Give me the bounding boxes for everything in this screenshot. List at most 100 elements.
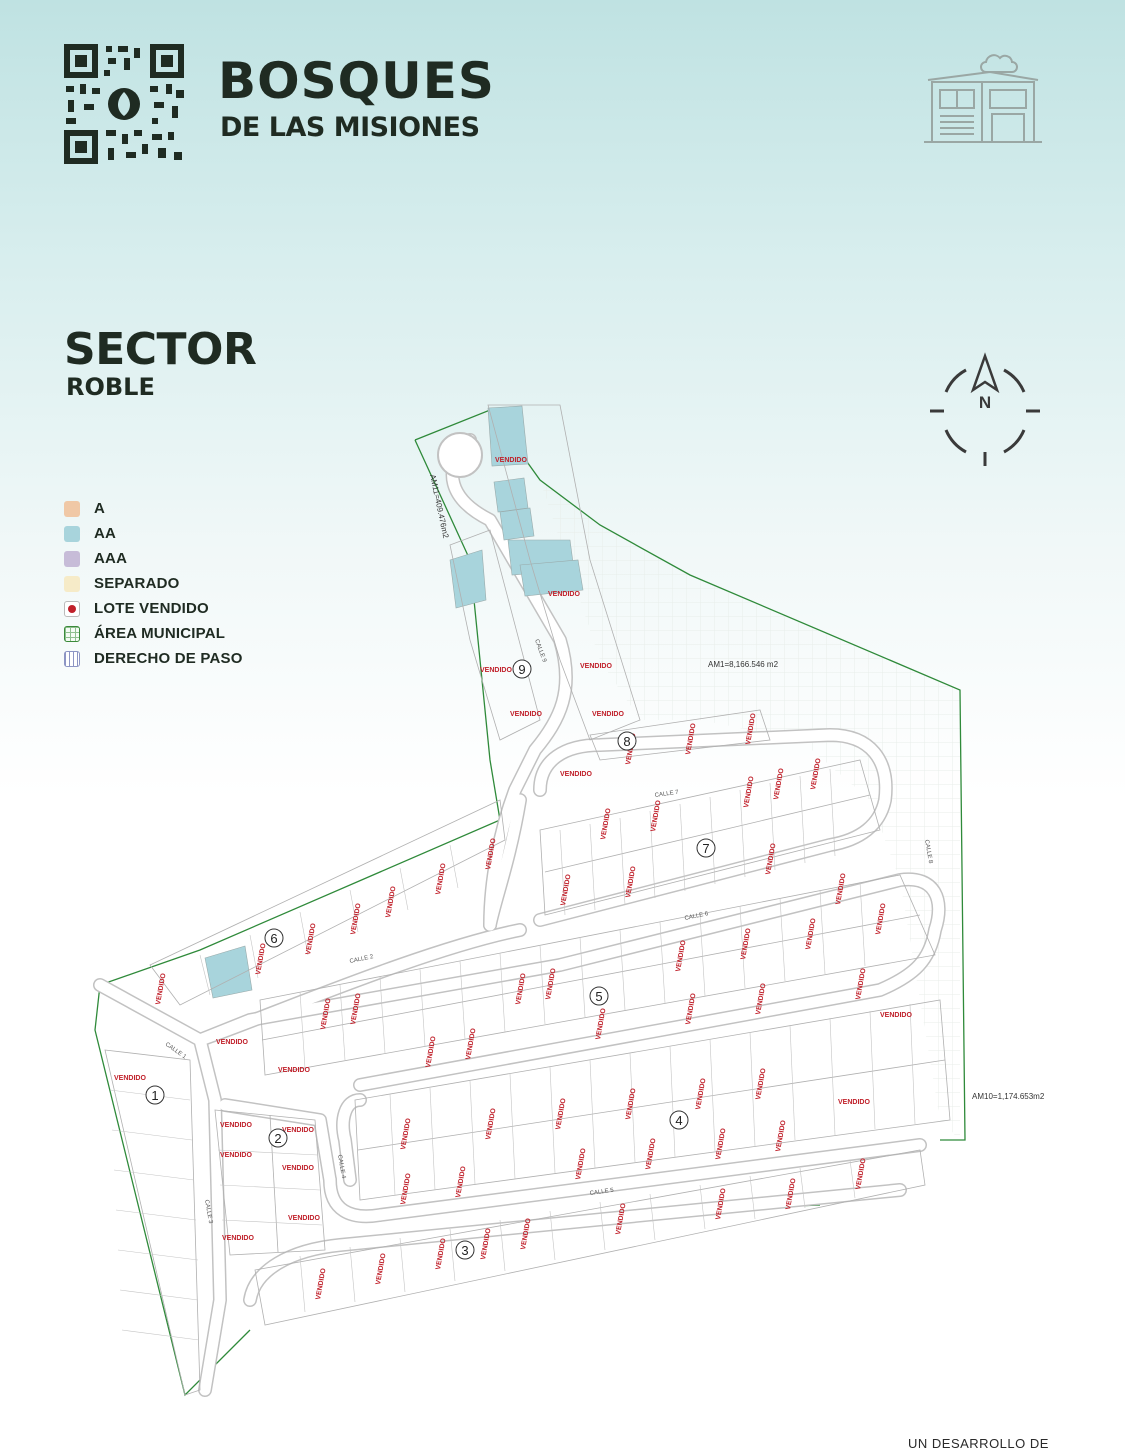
- svg-text:VENDIDO: VENDIDO: [495, 457, 527, 464]
- sector-name: ROBLE: [66, 373, 155, 401]
- legend-item-aa: AA: [64, 521, 243, 546]
- legend-label: AA: [94, 525, 117, 542]
- legend-item-derecho-de-paso: DERECHO DE PASO: [64, 646, 243, 671]
- svg-text:VENDIDO: VENDIDO: [114, 1075, 146, 1082]
- block-marker-9: 9: [512, 659, 532, 679]
- legend-swatch-aaa: [64, 550, 80, 567]
- svg-text:VENDIDO: VENDIDO: [480, 667, 512, 674]
- block-number: 8: [623, 734, 630, 749]
- aa-lots: [204, 405, 584, 999]
- sold-labels: VENDIDO VENDIDO VENDIDO VENDIDO VENDIDO …: [114, 457, 912, 1242]
- svg-text:VENDIDO: VENDIDO: [560, 873, 573, 906]
- block-marker-6: 6: [264, 928, 284, 948]
- svg-text:VENDIDO: VENDIDO: [592, 711, 624, 718]
- svg-text:VENDIDO: VENDIDO: [305, 922, 318, 955]
- compass-north-label: N: [979, 393, 991, 412]
- legend-swatch-separado: [64, 575, 80, 592]
- svg-text:VENDIDO: VENDIDO: [220, 1152, 252, 1159]
- block-number: 6: [270, 931, 277, 946]
- svg-text:VENDIDO: VENDIDO: [675, 939, 688, 972]
- block-marker-5: 5: [589, 986, 609, 1006]
- svg-text:VENDIDO: VENDIDO: [810, 757, 823, 790]
- street-network: [93, 433, 946, 1397]
- area-label-am1: AM1=8,166.546 m2: [708, 660, 779, 669]
- svg-text:VENDIDO: VENDIDO: [580, 663, 612, 670]
- legend-label: ÁREA MUNICIPAL: [94, 625, 226, 642]
- brand-subtitle: DE LAS MISIONES: [220, 112, 480, 143]
- block-number: 1: [151, 1088, 158, 1103]
- block-number: 9: [518, 662, 525, 677]
- svg-text:VENDIDO: VENDIDO: [455, 1165, 468, 1198]
- svg-text:VENDIDO: VENDIDO: [645, 1137, 658, 1170]
- legend-item-separado: SEPARADO: [64, 571, 243, 596]
- municipal-area-am1: [540, 480, 960, 1140]
- svg-text:VENDIDO: VENDIDO: [400, 1117, 413, 1150]
- block-markers: 1 2 3 4 5 6 7 8 9: [145, 659, 716, 1260]
- svg-text:VENDIDO: VENDIDO: [548, 591, 580, 598]
- lot-outlines: [104, 404, 951, 1396]
- legend-swatch-a: [64, 500, 80, 517]
- svg-text:VENDIDO: VENDIDO: [805, 917, 818, 950]
- svg-text:VENDIDO: VENDIDO: [880, 1012, 912, 1019]
- svg-text:VENDIDO: VENDIDO: [282, 1127, 314, 1134]
- street-label: CALLE 9: [533, 639, 547, 664]
- svg-text:VENDIDO: VENDIDO: [385, 885, 398, 918]
- block-marker-2: 2: [268, 1128, 288, 1148]
- sector-title: SECTOR: [64, 324, 257, 375]
- legend-item-area-municipal: ÁREA MUNICIPAL: [64, 621, 243, 646]
- block-number: 3: [461, 1243, 468, 1258]
- svg-text:VENDIDO: VENDIDO: [255, 942, 268, 975]
- svg-text:VENDIDO: VENDIDO: [400, 1172, 413, 1205]
- svg-text:VENDIDO: VENDIDO: [875, 902, 888, 935]
- legend-item-aaa: AAA: [64, 546, 243, 571]
- footer-text: UN DESARROLLO DE: [908, 1436, 1049, 1451]
- legend-swatch-aa: [64, 525, 80, 542]
- svg-text:VENDIDO: VENDIDO: [278, 1067, 310, 1074]
- svg-text:VENDIDO: VENDIDO: [575, 1147, 588, 1180]
- block-number: 7: [702, 841, 709, 856]
- svg-text:VENDIDO: VENDIDO: [425, 1035, 438, 1068]
- svg-text:VENDIDO: VENDIDO: [625, 1087, 638, 1120]
- legend-swatch-lote-vendido: [64, 600, 80, 617]
- svg-text:VENDIDO: VENDIDO: [775, 1119, 788, 1152]
- svg-text:VENDIDO: VENDIDO: [510, 711, 542, 718]
- legend-item-lote-vendido: LOTE VENDIDO: [64, 596, 243, 621]
- cul-de-sac: [437, 432, 483, 478]
- legend-label: A: [94, 500, 106, 517]
- legend-swatch-area-municipal: [64, 625, 80, 642]
- svg-text:VENDIDO: VENDIDO: [222, 1235, 254, 1242]
- svg-text:VENDIDO: VENDIDO: [650, 799, 663, 832]
- svg-text:VENDIDO: VENDIDO: [600, 807, 613, 840]
- street-label: CALLE 6: [684, 911, 709, 922]
- svg-text:VENDIDO: VENDIDO: [288, 1215, 320, 1222]
- legend-label: DERECHO DE PASO: [94, 650, 243, 667]
- legend-swatch-derecho-de-paso: [64, 650, 80, 667]
- block-marker-8: 8: [617, 731, 637, 751]
- svg-text:VENDIDO: VENDIDO: [838, 1099, 870, 1106]
- block-marker-3: 3: [455, 1240, 475, 1260]
- svg-text:VENDIDO: VENDIDO: [350, 902, 363, 935]
- block-marker-7: 7: [696, 838, 716, 858]
- svg-text:VENDIDO: VENDIDO: [740, 927, 753, 960]
- svg-text:VENDIDO: VENDIDO: [855, 1157, 868, 1190]
- block-marker-4: 4: [669, 1110, 689, 1130]
- street-label: CALLE 8: [923, 839, 933, 864]
- block-number: 5: [595, 989, 602, 1004]
- svg-text:VENDIDO: VENDIDO: [435, 862, 448, 895]
- site-plan-map: VENDIDO VENDIDO VENDIDO VENDIDO VENDIDO …: [93, 404, 1045, 1397]
- svg-text:VENDIDO: VENDIDO: [220, 1122, 252, 1129]
- svg-text:VENDIDO: VENDIDO: [282, 1165, 314, 1172]
- svg-text:VENDIDO: VENDIDO: [315, 1267, 328, 1300]
- street-label: CALLE 5: [589, 1188, 614, 1197]
- svg-text:VENDIDO: VENDIDO: [216, 1039, 248, 1046]
- svg-text:VENDIDO: VENDIDO: [773, 767, 786, 800]
- brand-title: BOSQUES: [218, 52, 495, 110]
- svg-text:VENDIDO: VENDIDO: [715, 1127, 728, 1160]
- block-number: 4: [675, 1113, 682, 1128]
- legend-item-a: A: [64, 496, 243, 521]
- legend-label: SEPARADO: [94, 575, 180, 592]
- street-label: CALLE 2: [349, 954, 374, 965]
- block-marker-1: 1: [145, 1085, 165, 1105]
- svg-text:VENDIDO: VENDIDO: [695, 1077, 708, 1110]
- legend-label: AAA: [94, 550, 128, 567]
